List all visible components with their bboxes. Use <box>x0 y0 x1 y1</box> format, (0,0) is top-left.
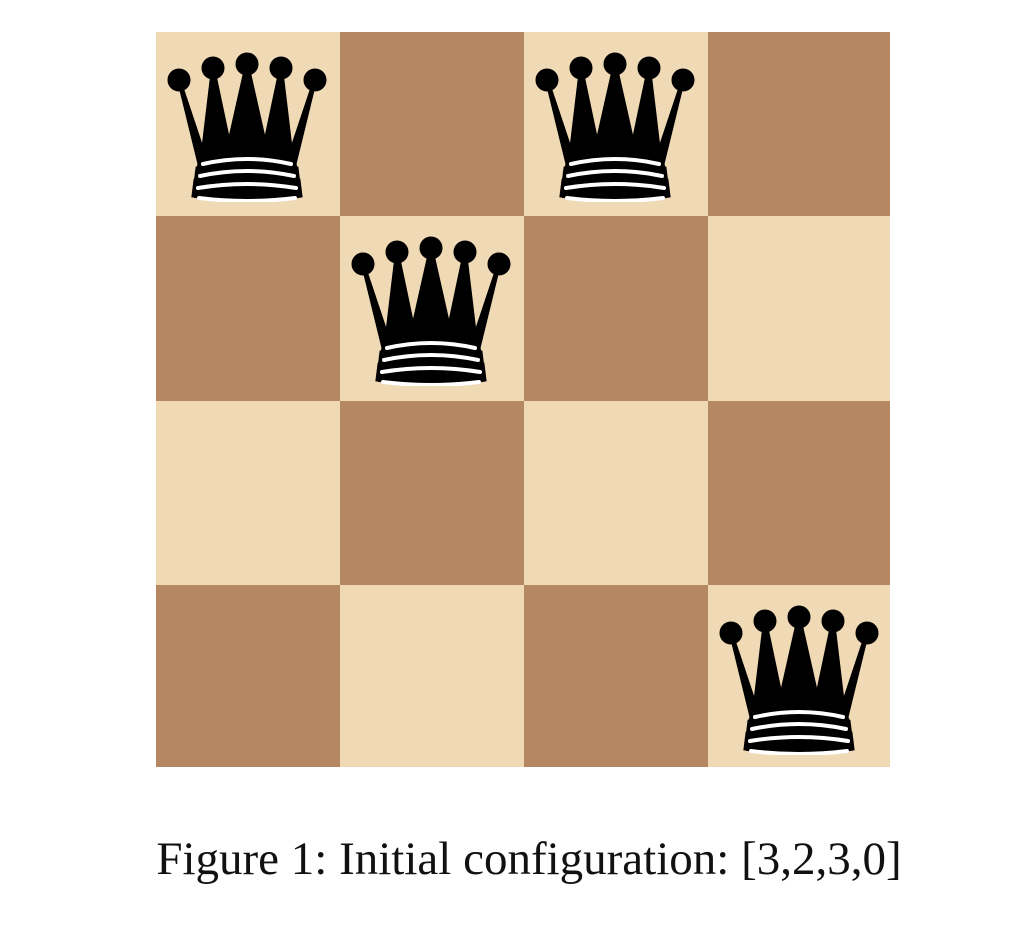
board-square <box>340 216 524 401</box>
board-square <box>156 401 340 585</box>
board-square <box>524 585 708 767</box>
board-square <box>340 585 524 767</box>
board-square <box>524 32 708 216</box>
board-square <box>524 216 708 401</box>
figure-caption: Figure 1: Initial configuration: [3,2,3,… <box>156 833 902 885</box>
board-square <box>340 401 524 585</box>
board-square <box>708 401 890 585</box>
board-square <box>156 585 340 767</box>
board-square <box>708 32 890 216</box>
board-square <box>524 401 708 585</box>
chess-board <box>156 32 890 767</box>
board-square <box>708 585 890 767</box>
board-square <box>340 32 524 216</box>
board-square <box>708 216 890 401</box>
board-square <box>156 32 340 216</box>
board-square <box>156 216 340 401</box>
